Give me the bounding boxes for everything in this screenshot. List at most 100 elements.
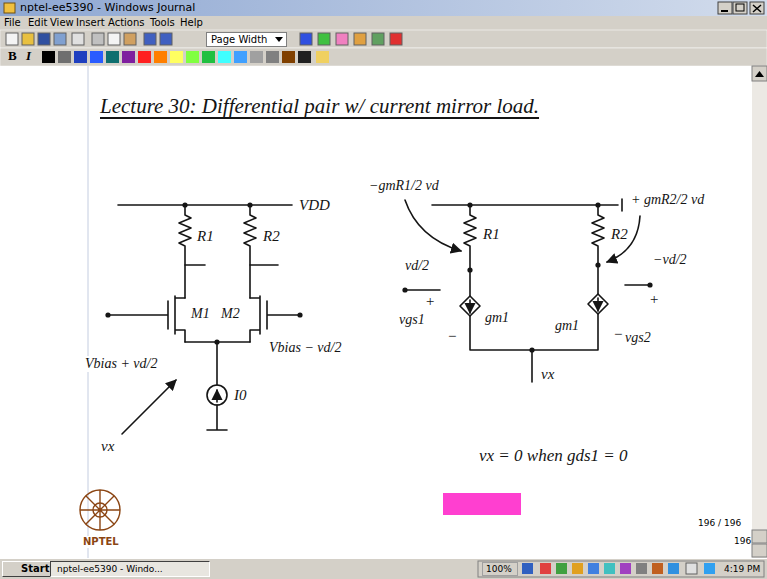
- label-wrap: Tools: [150, 17, 175, 29]
- color-swatch: [218, 51, 231, 63]
- menu-item: Help: [180, 17, 203, 29]
- system-tray: [478, 561, 764, 577]
- label-wrap: 196: [734, 536, 751, 546]
- page-number: 196: [734, 536, 751, 546]
- minimize-button: [718, 2, 732, 14]
- insert-icon: [372, 33, 384, 45]
- signal-name: vd/2: [404, 258, 430, 274]
- zoom-indicator: 100%: [482, 562, 518, 576]
- color-swatch: [282, 51, 295, 63]
- color-swatch: [234, 51, 247, 63]
- leader-arrow: [607, 216, 640, 262]
- color-swatch: [122, 51, 135, 63]
- menu-item: Actions: [108, 17, 145, 29]
- taskbar: [0, 558, 767, 579]
- margin-line: [88, 66, 89, 558]
- bold-button: B: [8, 49, 17, 64]
- node-wire: [531, 350, 533, 382]
- tray-icon: [668, 563, 679, 574]
- color-swatch: [138, 51, 151, 63]
- color-swatch: [170, 51, 183, 63]
- terminal-dot: [647, 282, 652, 287]
- note: vx = 0 when gds1 = 0: [478, 446, 629, 466]
- label-wrap: Insert: [76, 17, 105, 29]
- mosfet-gate: [108, 301, 168, 329]
- flag-icon: [390, 33, 402, 45]
- signal-expression: + gmR2/2 vd: [630, 192, 705, 208]
- menu-bar: [0, 16, 767, 30]
- close-glyph: [753, 5, 761, 12]
- scrollbar: [752, 66, 767, 558]
- select-icon: [354, 33, 366, 45]
- polarity-sign: −: [612, 326, 624, 343]
- menu-item: View: [50, 17, 74, 29]
- junction-dot: [182, 202, 187, 207]
- italic-button: I: [26, 49, 31, 64]
- junction-dot: [467, 267, 472, 272]
- part-name: R1: [196, 228, 215, 245]
- tray-icon: [652, 563, 663, 574]
- new-icon: [6, 33, 18, 45]
- tray-icons: [522, 563, 715, 574]
- lecture-heading: Lecture 30: Differential pair w/ current…: [100, 94, 539, 118]
- open-icon: [22, 33, 34, 45]
- color-swatch: [250, 51, 263, 63]
- redo-icon: [160, 33, 172, 45]
- junction-dots: [402, 202, 652, 352]
- junction-dot: [595, 262, 600, 267]
- label-wrap: −gmR1/2 vd: [368, 178, 440, 194]
- part-name: M1: [190, 306, 211, 322]
- color-swatch: [298, 51, 311, 63]
- label-wrap: Vbias − vd/2: [268, 340, 342, 356]
- signal-name: vgs1: [398, 312, 426, 328]
- undo-icon: [144, 33, 156, 45]
- page-counter: 196 / 196: [698, 518, 741, 528]
- node-text: 100%: [486, 563, 514, 575]
- maximize-button: [733, 2, 747, 14]
- label-wrap: 4:19 PM: [724, 564, 760, 574]
- logo-text: NPTEL: [82, 536, 120, 548]
- output-wire: [185, 264, 205, 266]
- logo-spokes: [80, 490, 120, 530]
- color-swatch: [58, 51, 71, 63]
- label-wrap: + gmR2/2 vd: [630, 192, 705, 208]
- label-wrap: M1: [190, 306, 211, 322]
- terminal-dot: [105, 312, 110, 317]
- signal-name: vx: [540, 366, 555, 383]
- taskbar-button: nptel-ee5390 - Windo...: [50, 561, 210, 577]
- color-swatch: [266, 51, 279, 63]
- tray-icon: [556, 563, 567, 574]
- menu-item: Edit: [28, 17, 47, 29]
- label-wrap: vgs2: [624, 330, 652, 346]
- terminal-dot: [297, 312, 302, 317]
- window-title: nptel-ee5390 - Windows Journal: [20, 2, 195, 15]
- find-icon: [72, 33, 84, 45]
- current-source-arrow: [216, 390, 218, 402]
- part-name: R1: [482, 226, 501, 243]
- label-wrap: B: [8, 49, 17, 64]
- node-text: Start: [21, 562, 52, 576]
- color-swatch: [106, 51, 119, 63]
- signal-name: Vbias − vd/2: [268, 340, 342, 356]
- label-wrap: 196 / 196: [698, 518, 741, 528]
- label-wrap: vx = 0 when gds1 = 0: [478, 446, 629, 466]
- color-swatch: [186, 51, 199, 63]
- menu-item: Insert: [76, 17, 105, 29]
- format-toolbar: [0, 48, 767, 66]
- tray-icon: [522, 563, 533, 574]
- label-wrap: R2: [262, 228, 281, 245]
- tray-icon: [636, 563, 647, 574]
- tray-icon: [704, 563, 715, 574]
- label-wrap: nptel-ee5390 - Windows Journal: [20, 2, 195, 15]
- junction-dot: [595, 202, 600, 207]
- page-down-button: [752, 544, 767, 557]
- dependent-source-symbol: [460, 296, 480, 316]
- supply-rail: [432, 199, 622, 211]
- tray-icon: [686, 563, 697, 574]
- label-wrap: vx: [540, 366, 555, 383]
- tray-icon: [604, 563, 615, 574]
- signal-name: vx: [100, 438, 115, 455]
- copy-icon: [108, 33, 120, 45]
